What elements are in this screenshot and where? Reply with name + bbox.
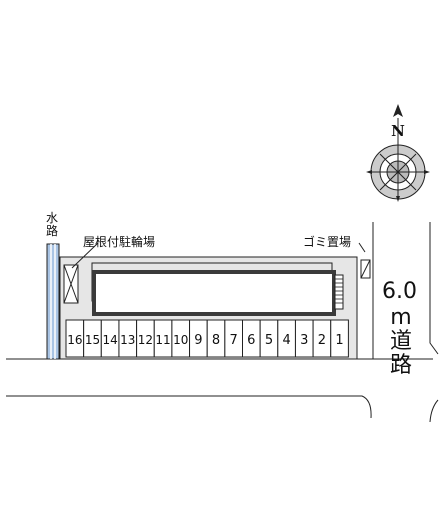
parking-space — [330, 319, 349, 358]
road-label-char: 道 — [389, 329, 412, 354]
waterway — [46, 243, 60, 360]
parking-space-number: 2 — [318, 333, 326, 348]
building — [92, 270, 336, 316]
road-edge-far-right-bottom — [429, 399, 439, 423]
parking-space-number: 12 — [138, 333, 153, 347]
bike-parking-leader — [71, 242, 99, 269]
road-width-label: 6.0 — [382, 279, 417, 304]
waterway-label-char: 水 — [45, 211, 58, 225]
waterway-label: 水 路 — [45, 212, 59, 238]
compass-north-label: N — [391, 122, 405, 140]
parking-space-number: 14 — [102, 333, 117, 347]
compass-east-arrow-icon — [424, 170, 430, 174]
parking-space-number: 5 — [265, 333, 273, 348]
parking-space-number: 6 — [247, 333, 255, 348]
road-label-char: 路 — [389, 353, 412, 378]
parking-space-number: 13 — [120, 333, 135, 347]
parking-space-number: 10 — [173, 333, 188, 347]
compass-south-arrow-icon — [396, 196, 400, 202]
parking-space-number: 15 — [85, 333, 100, 347]
compass-west-arrow-icon — [366, 170, 372, 174]
bike-parking-label: 屋根付駐輪場 — [83, 235, 156, 249]
road-unit-label: m — [390, 305, 412, 330]
parking-space-number: 7 — [230, 333, 238, 348]
garbage-leader — [358, 242, 366, 253]
waterway-label-char: 路 — [45, 224, 58, 238]
road-edge-bottom — [6, 395, 372, 419]
stairs — [334, 274, 344, 310]
compass: N — [366, 104, 430, 202]
garbage-label: ゴミ置場 — [303, 235, 352, 249]
parking-space-number: 16 — [67, 333, 82, 347]
parking-space-number: 9 — [194, 333, 202, 348]
parking-space-number: 4 — [282, 333, 290, 348]
parking-space-number: 11 — [155, 333, 170, 347]
road-label: m 道 路 — [387, 306, 415, 378]
road-edge-far-right — [429, 222, 439, 355]
parking-space-number: 8 — [212, 333, 220, 348]
parking-space-number: 3 — [300, 333, 308, 348]
compass-north-arrow-icon — [393, 104, 403, 117]
parking-space-number: 1 — [335, 333, 343, 348]
